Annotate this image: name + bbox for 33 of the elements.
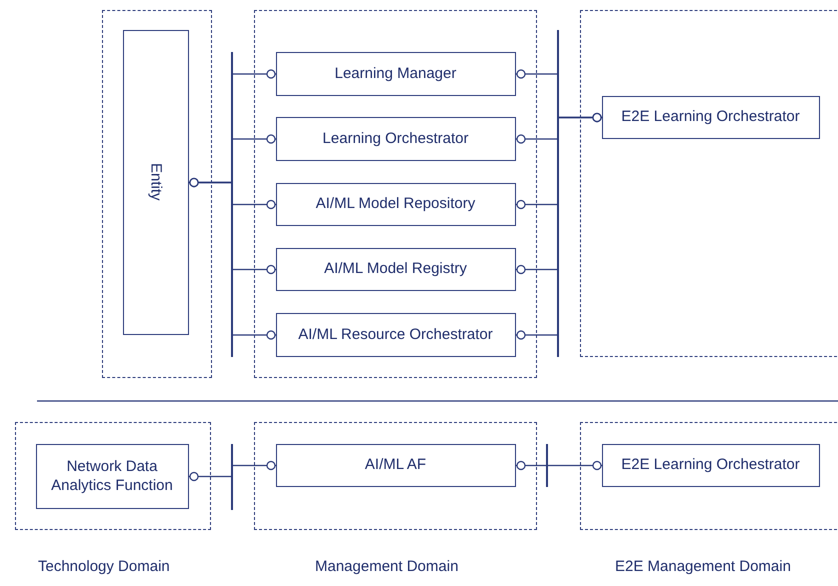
function-label: AI/ML Resource Orchestrator xyxy=(298,324,493,344)
domain-boundary xyxy=(102,10,212,378)
domain-label: Management Domain xyxy=(315,558,458,575)
function-box xyxy=(276,52,516,96)
interface-connector xyxy=(189,178,276,340)
function-box xyxy=(36,444,188,508)
function-box xyxy=(276,248,516,290)
interface-connector xyxy=(516,460,602,470)
function-box xyxy=(276,312,516,356)
function-label: E2E Learning Orchestrator xyxy=(621,455,800,475)
function-label: AI/ML Model Repository xyxy=(316,194,476,214)
domain-boundary xyxy=(15,422,211,530)
domain-boundary xyxy=(254,422,537,530)
function-box xyxy=(276,182,516,226)
function-box xyxy=(276,116,516,160)
function-box xyxy=(276,444,516,486)
interface-connector xyxy=(189,460,276,482)
domain-boundary xyxy=(580,422,838,530)
function-label: Entity xyxy=(146,163,166,201)
domain-label: Technology Domain xyxy=(38,558,170,575)
interface-connector xyxy=(516,112,602,340)
function-box xyxy=(602,444,820,486)
function-label: AI/ML AF xyxy=(364,455,426,475)
function-label: E2E Learning Orchestrator xyxy=(621,107,800,127)
function-label: AI/ML Model Registry xyxy=(324,259,467,279)
function-box xyxy=(602,96,820,138)
function-label: Learning Manager xyxy=(334,64,456,84)
domain-boundary xyxy=(580,10,838,357)
function-label: Network Data Analytics Function xyxy=(50,456,174,496)
domain-label: E2E Management Domain xyxy=(615,558,791,575)
function-box xyxy=(122,30,188,334)
domain-boundary xyxy=(254,10,537,378)
function-label: Learning Orchestrator xyxy=(322,128,468,148)
